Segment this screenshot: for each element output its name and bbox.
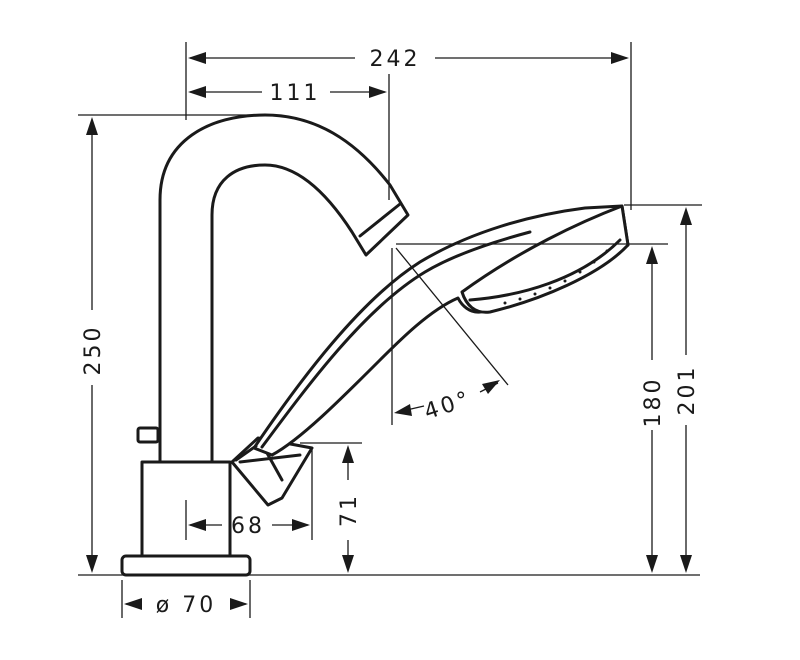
spray-nozzles [503,249,609,305]
dim-label-68: 68 [231,514,265,539]
dim-label-250: 250 [81,325,106,376]
dim-handshower-height: 180 [396,243,668,573]
dim-base-diameter: ø 70 [121,580,251,618]
dim-tilt-angle: 40° [391,247,509,426]
handshower-head [460,204,630,314]
dim-spout-reach: 111 [188,74,390,200]
spout-outlet [358,202,402,238]
dim-holder-height: 71 [300,442,362,573]
dim-label-diameter-70: ø 70 [156,593,216,618]
shower-holder [230,436,314,507]
dim-overall-width: 242 [185,42,632,210]
dim-label-201: 201 [675,365,700,416]
dim-total-height: 250 [78,114,262,573]
diverter-button [136,426,160,444]
hand-shower [234,204,630,462]
dim-label-71: 71 [337,493,362,527]
dim-label-242: 242 [370,47,421,72]
dim-label-111: 111 [270,81,321,106]
dim-holder-offset: 68 [185,450,313,540]
dim-handshower-top: 201 [624,204,702,573]
dim-label-40deg: 40° [421,387,474,426]
dim-label-180: 180 [641,377,666,428]
spout [158,113,410,464]
base-plate [120,554,252,577]
